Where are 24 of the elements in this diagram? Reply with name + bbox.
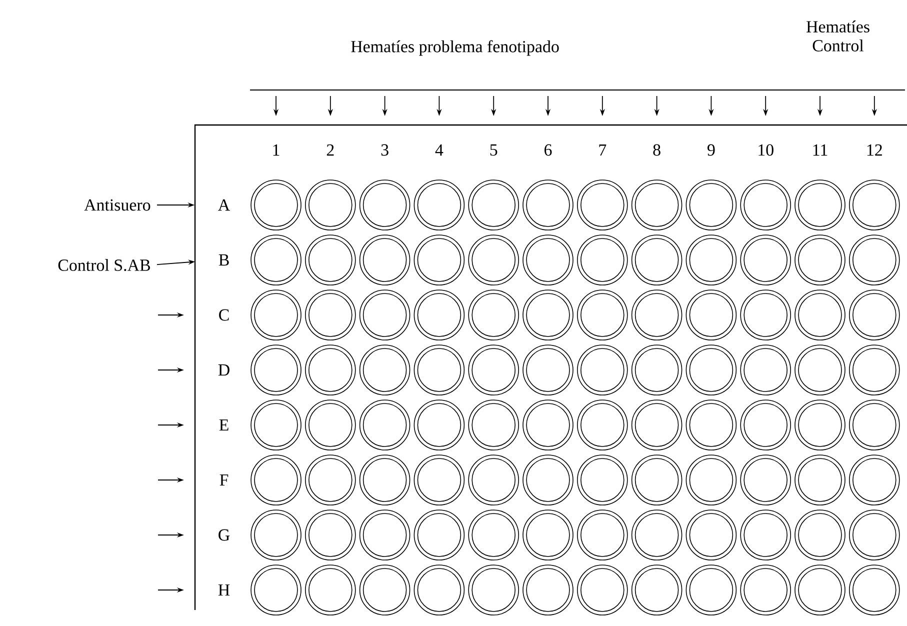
row-letter: G [218, 529, 230, 541]
column-number: 6 [544, 144, 552, 156]
row-letter: F [220, 474, 228, 486]
column-number: 8 [653, 144, 660, 156]
row-letter: A [218, 199, 230, 211]
heading-text: Hematíes Control [806, 20, 870, 52]
row-letter: H [218, 584, 230, 596]
row-label: Antisuero [84, 199, 150, 211]
row-letter: E [219, 419, 228, 431]
column-number: 2 [326, 144, 334, 156]
column-number: 5 [490, 144, 498, 156]
column-number: 4 [435, 144, 444, 156]
column-number: 1 [273, 144, 280, 156]
column-number: 10 [758, 144, 774, 156]
row-letter: D [218, 364, 230, 376]
row-letter: B [218, 254, 229, 266]
column-number: 11 [813, 144, 828, 156]
row-label: Control S.AB [58, 259, 150, 271]
column-number: 3 [381, 144, 388, 156]
column-number: 12 [867, 144, 882, 156]
column-number: 9 [708, 144, 715, 156]
heading-text: Hematíes problema fenotipado [351, 40, 559, 56]
column-number: 7 [599, 144, 606, 156]
row-letter: C [219, 309, 229, 321]
